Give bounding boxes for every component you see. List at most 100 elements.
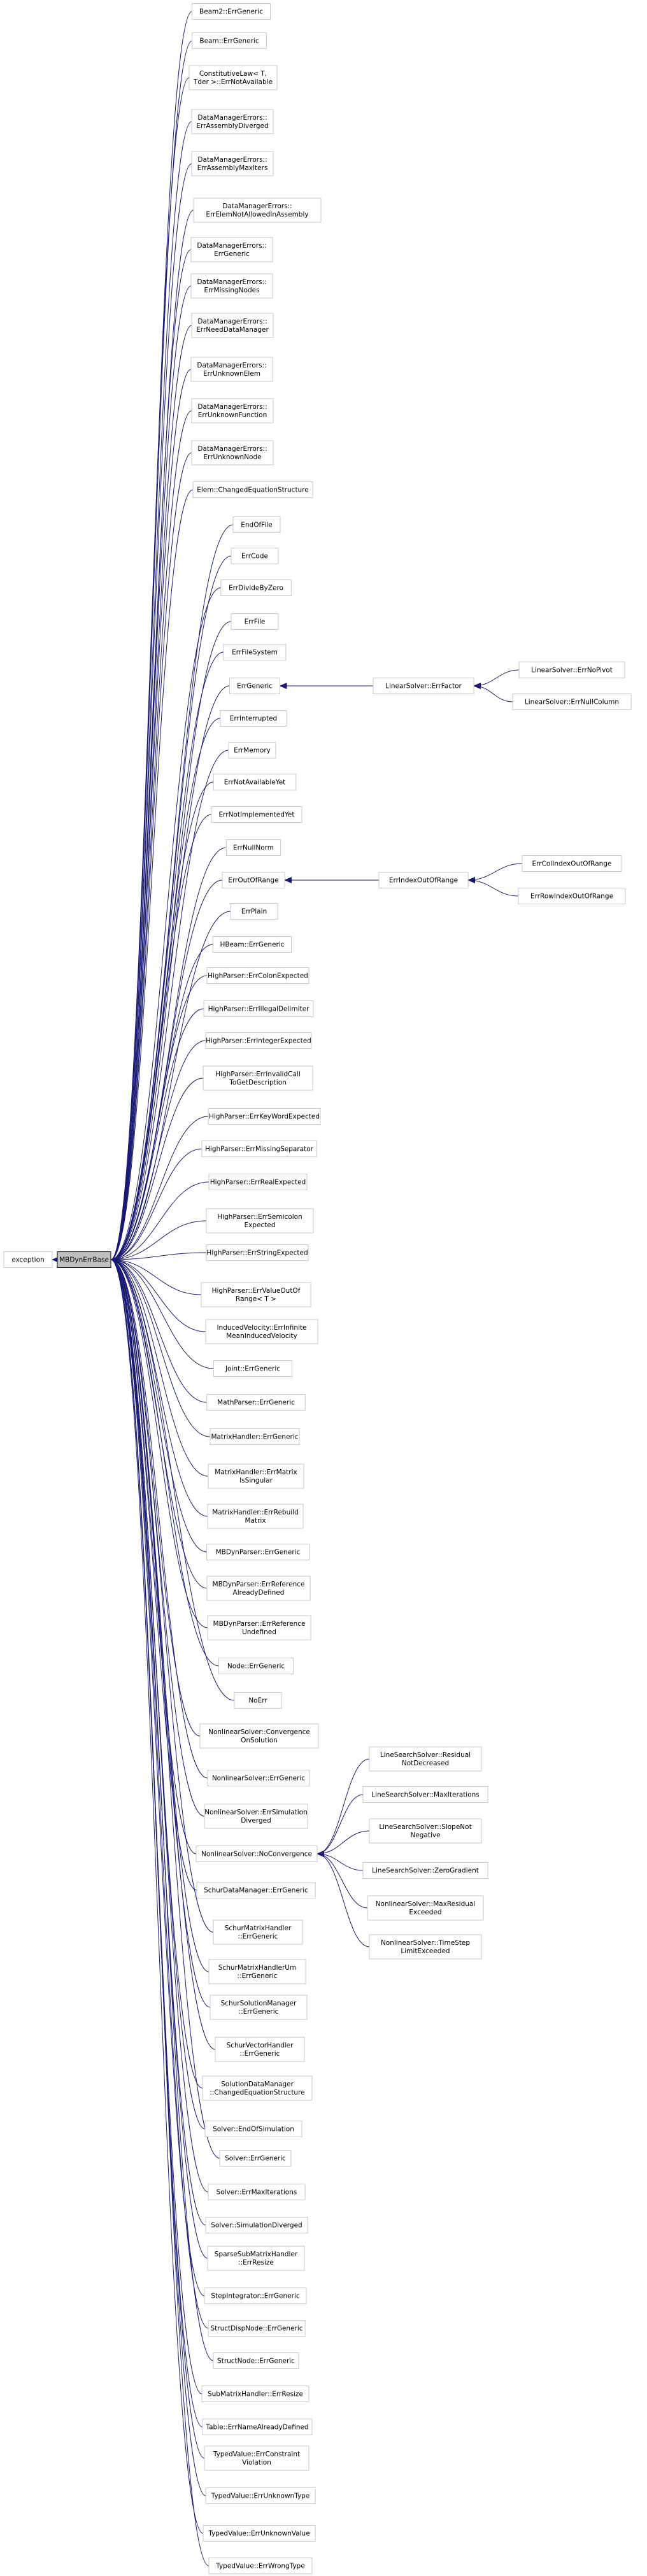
class-node[interactable]: LinearSolver::ErrNullColumn [512, 694, 632, 710]
class-node[interactable]: Solver::ErrGeneric [219, 2150, 292, 2167]
class-node[interactable]: ErrMemory [228, 742, 276, 758]
class-node[interactable]: DataManagerErrors::ErrGeneric [190, 237, 273, 262]
inheritance-arrow [316, 1758, 370, 1857]
class-node[interactable]: LineSearchSolver::ZeroGradient [362, 1862, 488, 1879]
class-node[interactable]: DataManagerErrors::ErrUnknownElem [190, 357, 273, 382]
class-node[interactable]: ErrNotAvailableYet [213, 774, 297, 790]
class-node[interactable]: SchurDataManager::ErrGeneric [196, 1882, 316, 1898]
class-node[interactable]: InducedVelocity::ErrInfiniteMeanInducedV… [205, 1319, 318, 1344]
class-node[interactable]: ErrIndexOutOfRange [378, 872, 469, 888]
class-node[interactable]: exception [3, 1251, 53, 1268]
class-node[interactable]: LinearSolver::ErrNoPivot [518, 662, 625, 678]
class-node[interactable]: Table::ErrNameAlreadyDefined [202, 2419, 313, 2435]
class-node[interactable]: EndOfFile [232, 516, 281, 533]
class-node-box [220, 580, 292, 596]
class-node[interactable]: ErrCode [231, 548, 279, 564]
class-node[interactable]: ErrNotImplementedYet [211, 806, 302, 823]
class-node[interactable]: Joint::ErrGeneric [213, 1360, 293, 1377]
class-node[interactable]: DataManagerErrors::ErrMissingNodes [190, 273, 273, 299]
class-node[interactable]: ErrNullNorm [225, 839, 281, 856]
class-node[interactable]: DataManagerErrors::ErrElemNotAllowedInAs… [193, 197, 322, 223]
class-node[interactable]: DataManagerErrors::ErrAssemblyDiverged [191, 109, 274, 134]
class-node[interactable]: NoErr [234, 1692, 282, 1709]
class-node[interactable]: Solver::EndOfSimulation [204, 2121, 302, 2137]
class-node[interactable]: Node::ErrGeneric [218, 1658, 294, 1674]
class-node[interactable]: DataManagerErrors::ErrUnknownFunction [191, 398, 274, 423]
inheritance-arrow [110, 489, 194, 1263]
class-node[interactable]: SubMatrixHandler::ErrResize [201, 2386, 309, 2402]
class-node[interactable]: HighParser::ErrStringExpected [206, 1244, 309, 1261]
root-class-node[interactable]: MBDynErrBase [57, 1251, 111, 1268]
class-node[interactable]: HighParser::ErrKeyWordExpected [208, 1108, 321, 1125]
class-node-box [234, 1692, 282, 1709]
class-node[interactable]: ErrInterrupted [220, 710, 287, 727]
class-name-label: ErrCode [241, 553, 268, 560]
class-node[interactable]: SchurSolutionManager::ErrGeneric [210, 1995, 308, 2020]
class-name-label: HighParser::ErrKeyWordExpected [209, 1113, 320, 1121]
class-node[interactable]: Elem::ChangedEquationStructure [192, 481, 313, 498]
class-node[interactable]: ErrFile [231, 613, 279, 630]
class-node[interactable]: NonlinearSolver::NoConvergence [196, 1846, 318, 1862]
class-node[interactable]: SchurVectorHandler::ErrGeneric [215, 2037, 305, 2062]
class-node[interactable]: TypedValue::ErrWrongType [208, 2558, 313, 2574]
class-node[interactable]: HighParser::ErrMissingSeparator [201, 1141, 317, 1157]
class-node[interactable]: HighParser::ErrRealExpected [208, 1174, 308, 1190]
inheritance-arrow [110, 814, 212, 1263]
class-node[interactable]: MatrixHandler::ErrGeneric [210, 1428, 300, 1445]
class-node[interactable]: SparseSubMatrixHandler::ErrResize [207, 2245, 305, 2271]
class-node[interactable]: HighParser::ErrIntegerExpected [205, 1032, 312, 1049]
class-node[interactable]: DataManagerErrors::ErrAssemblyMaxIters [191, 151, 274, 176]
class-node[interactable]: LinearSolver::ErrFactor [373, 678, 474, 694]
class-node[interactable]: ConstitutiveLaw< T,Tder >::ErrNotAvailab… [188, 65, 278, 90]
class-node-box [190, 273, 273, 299]
class-node[interactable]: LineSearchSolver::MaxIterations [362, 1786, 488, 1803]
class-node[interactable]: Beam2::ErrGeneric [191, 3, 271, 20]
class-node[interactable]: HighParser::ErrColonExpected [206, 967, 309, 984]
class-node[interactable]: SolutionDataManager::ChangedEquationStru… [202, 2075, 313, 2101]
class-node[interactable]: ErrPlain [230, 903, 278, 920]
class-node-box [190, 357, 273, 382]
class-node[interactable]: HBeam::ErrGeneric [212, 936, 292, 953]
class-node[interactable]: NonlinearSolver::ErrGeneric [207, 1770, 310, 1786]
class-node[interactable]: ErrDivideByZero [220, 580, 292, 596]
class-node[interactable]: DataManagerErrors::ErrNeedDataManager [191, 313, 274, 338]
class-node[interactable]: StepIntegrator::ErrGeneric [204, 2288, 307, 2304]
class-node[interactable]: StructDispNode::ErrGeneric [208, 2320, 306, 2337]
class-node[interactable]: TypedValue::ErrUnknownValue [203, 2525, 316, 2542]
class-node-box [207, 1770, 310, 1786]
class-name-label: MatrixHandler::ErrMatrix [215, 1469, 297, 1476]
class-node[interactable]: HighParser::ErrIllegalDelimiter [203, 1000, 314, 1017]
class-node[interactable]: ErrRowIndexOutOfRange [518, 888, 626, 904]
class-node[interactable]: MathParser::ErrGeneric [206, 1394, 306, 1411]
class-node[interactable]: Solver::ErrMaxIterations [208, 2184, 306, 2200]
class-node[interactable]: SchurMatrixHandler::ErrGeneric [213, 1919, 303, 1945]
class-node[interactable]: HighParser::ErrInvalidCallToGetDescripti… [203, 1065, 313, 1091]
class-node[interactable]: Beam::ErrGeneric [192, 32, 267, 49]
class-node[interactable]: ErrGeneric [229, 678, 280, 694]
class-node[interactable]: Solver::SimulationDiverged [205, 2217, 308, 2233]
class-node[interactable]: StructNode::ErrGeneric [213, 2352, 299, 2369]
class-node[interactable]: ErrColIndexOutOfRange [522, 855, 622, 872]
class-node[interactable]: ErrOutOfRange [222, 872, 285, 888]
class-node[interactable]: SchurMatrixHandlerUm::ErrGeneric [208, 1959, 306, 1984]
class-name-label: MBDynParser::ErrReference [213, 1581, 305, 1588]
class-name-label: SubMatrixHandler::ErrResize [208, 2391, 303, 2398]
class-node[interactable]: TypedValue::ErrUnknownType [205, 2487, 316, 2504]
class-node[interactable]: ErrFileSystem [223, 644, 287, 660]
inheritance-arrow [110, 1256, 197, 1854]
class-node[interactable]: MBDynParser::ErrGeneric [206, 1544, 309, 1560]
class-node[interactable]: DataManagerErrors::ErrUnknownNode [191, 440, 274, 466]
